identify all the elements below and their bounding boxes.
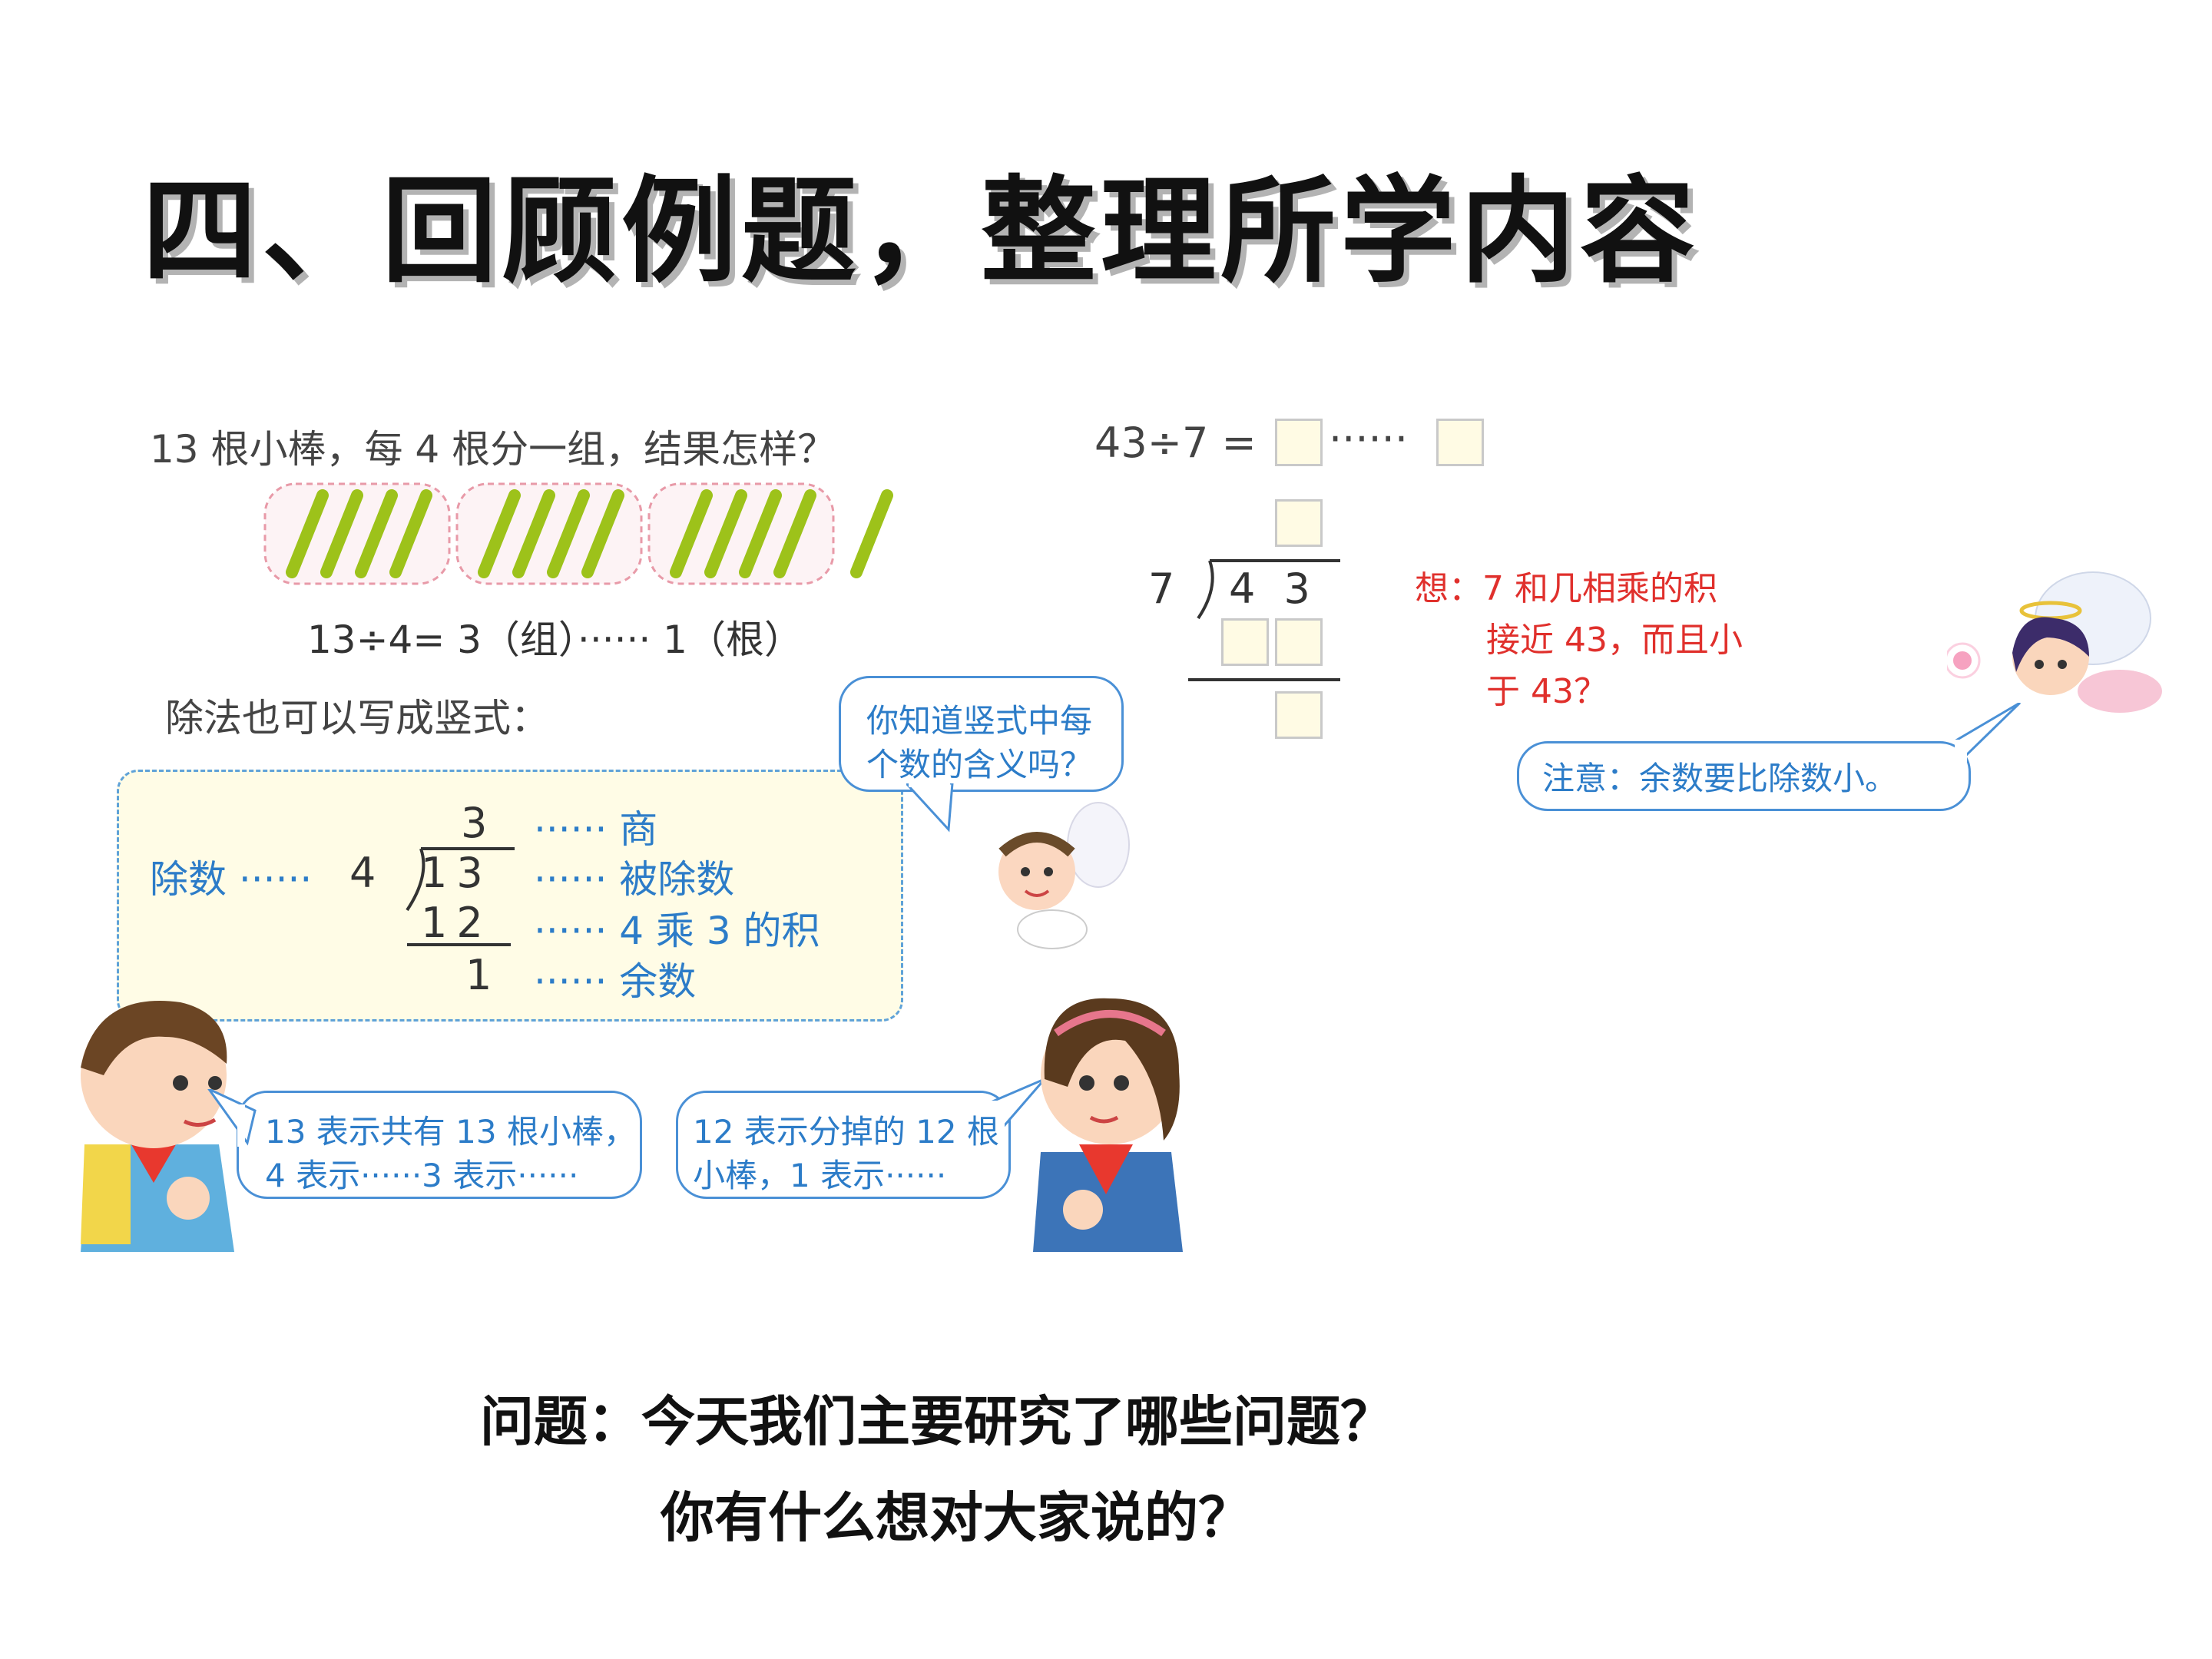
product-label: ······ 4 乘 3 的积 (534, 909, 820, 953)
vertical-product-box-2[interactable] (1275, 618, 1323, 666)
think-line-3: 于 43？ (1486, 672, 1608, 711)
question-line-2: 你有什么想对大家说的？ (661, 1485, 1252, 1549)
bubble-tail (207, 1089, 257, 1147)
fairy-character-icon (1947, 571, 2162, 713)
remainder-digit: 1 (465, 951, 492, 999)
question-line-1: 问题：今天我们主要研究了哪些问题？ (480, 1389, 1394, 1453)
dividend-label: ······ 被除数 (534, 857, 735, 902)
angel-character-icon (998, 802, 1130, 949)
think-line-2: 接近 43，而且小 (1486, 621, 1743, 660)
sticks (286, 489, 893, 578)
sticks-illustration (263, 482, 893, 585)
problem-text: 13 根小棒，每 4 根分一组，结果怎样？ (150, 427, 836, 472)
girl-character-icon (1033, 998, 1183, 1252)
example2-equation: 43÷7 = (1094, 419, 1257, 467)
girl-bubble-line-1: 12 表示分掉的 12 根 (693, 1113, 999, 1151)
boy-bubble-line-1: 13 表示共有 13 根小棒， (265, 1113, 636, 1151)
product-digits: 12 (421, 899, 492, 947)
note-text: 注意：余数要比除数小。 (1542, 760, 1898, 797)
girl-bubble-line-2: 小棒，1 表示······ (693, 1157, 947, 1194)
quotient-label: ······ 商 (534, 807, 658, 852)
dividend-digits: 13 (421, 849, 492, 897)
divisor-digit: 4 (349, 849, 376, 897)
bubble-tail (991, 1079, 1046, 1140)
bubble-tail (1955, 703, 2022, 764)
boy-bubble-line-2: 4 表示······3 表示······ (265, 1157, 579, 1194)
example2-divisor: 7 (1148, 565, 1175, 613)
angel-question-line-1: 你知道竖式中每 (866, 702, 1093, 740)
angel-question-line-2: 个数的含义吗？ (866, 746, 1093, 783)
bubble-tail (906, 783, 954, 833)
example2-dots: ······ (1329, 415, 1408, 463)
vertical-intro: 除法也可以写成竖式： (165, 696, 549, 740)
division-bracket-lines (406, 847, 515, 946)
angel-question-bubble (839, 676, 1124, 792)
division-equation: 13÷4= 3（组）······ 1（根） (307, 618, 803, 662)
vertical-quotient-box[interactable] (1275, 499, 1323, 547)
note-speech-bubble (1517, 741, 1971, 811)
quotient-digit: 3 (461, 799, 488, 847)
example2-bracket-lines (1188, 559, 1340, 681)
vertical-remainder-box[interactable] (1275, 691, 1323, 739)
example2-dividend: 4 3 (1229, 565, 1318, 613)
girl-speech-bubble (676, 1091, 1011, 1199)
remainder-answer-box[interactable] (1436, 419, 1484, 466)
vertical-product-box-1[interactable] (1221, 618, 1269, 666)
think-line-1: 想：7 和几相乘的积 (1415, 569, 1717, 608)
divisor-label: 除数 ······ (150, 857, 313, 902)
quotient-answer-box[interactable] (1275, 419, 1323, 466)
remainder-label: ······ 余数 (534, 959, 697, 1004)
boy-speech-bubble (237, 1091, 642, 1199)
vertical-division-panel (117, 770, 903, 1022)
page-title: 四、回顾例题，整理所学内容 (142, 165, 1700, 299)
boy-character-icon (81, 1001, 234, 1252)
